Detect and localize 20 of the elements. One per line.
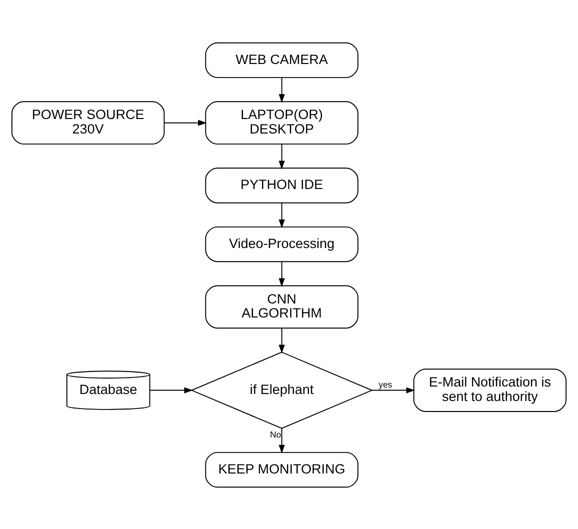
arrow bbox=[278, 260, 285, 286]
edge-label: yes bbox=[378, 379, 392, 390]
arrow bbox=[278, 327, 285, 353]
arrow bbox=[278, 428, 285, 454]
node-box: KEEP MONITORING bbox=[205, 451, 358, 488]
edge-label: No bbox=[270, 429, 282, 440]
arrow bbox=[164, 119, 207, 126]
node-box: POWER SOURCE 230V bbox=[11, 100, 165, 144]
arrow bbox=[278, 76, 285, 102]
node-diamond: if Elephant bbox=[190, 351, 374, 428]
node-box: CNN ALGORITHM bbox=[205, 284, 358, 328]
node-box: Video-Processing bbox=[205, 226, 358, 262]
node-box: PYTHON IDE bbox=[205, 167, 358, 203]
arrow bbox=[278, 143, 285, 169]
arrow bbox=[278, 202, 285, 228]
arrow bbox=[372, 386, 415, 393]
node-box: LAPTOP(OR) DESKTOP bbox=[205, 100, 358, 144]
arrow bbox=[149, 386, 193, 393]
node-box: WEB CAMERA bbox=[205, 42, 358, 78]
node-box: E-Mail Notification is sent to authority bbox=[413, 368, 567, 412]
